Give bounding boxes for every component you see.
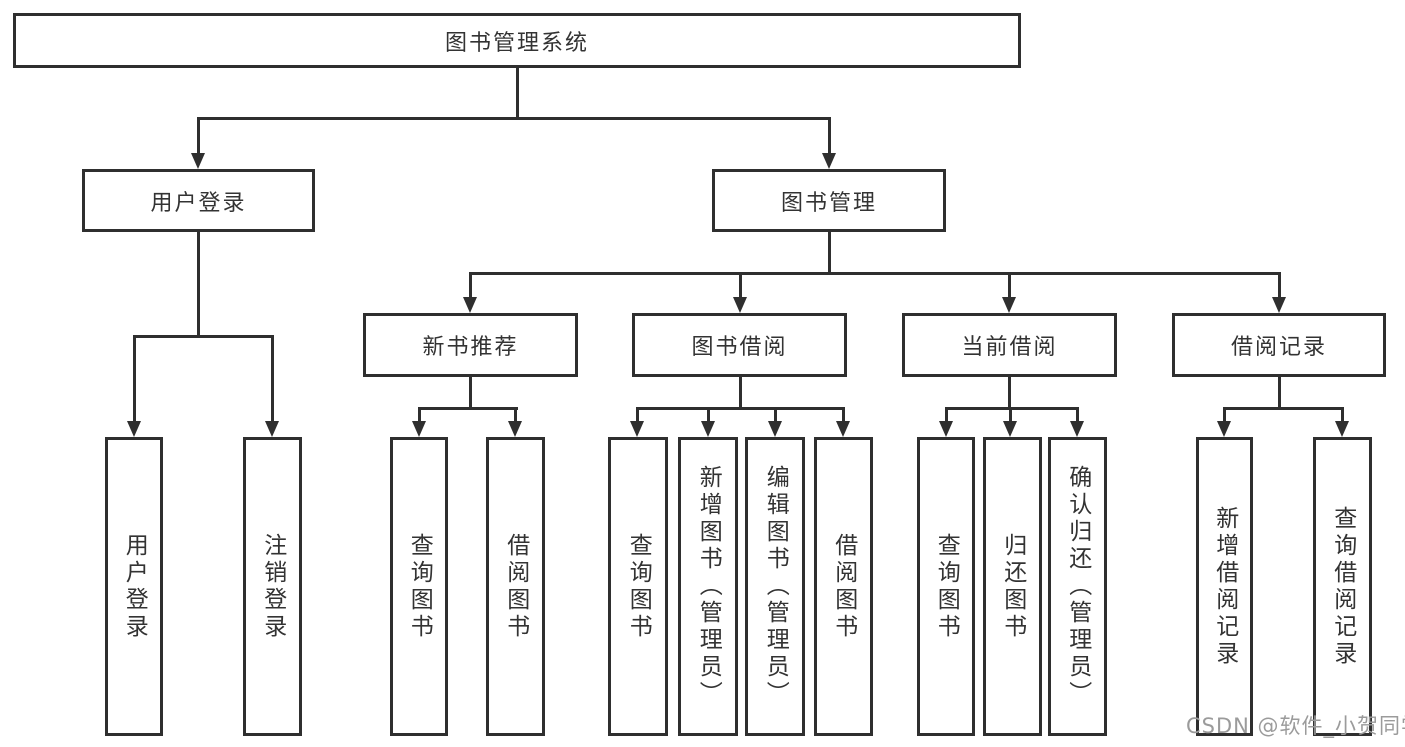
connector-line [469,272,1281,275]
connector-line [945,407,948,424]
arrowhead-icon [1003,421,1017,437]
node-cb-return-book-label: 归还图书 [999,532,1026,641]
connector-line [1008,377,1011,409]
node-login: 用户登录 [105,437,163,736]
node-br-add-record: 新增借阅记录 [1196,437,1253,736]
connector-line [945,407,1079,410]
node-bb-add-book-admin-label: 新增图书（管理员） [695,465,722,708]
connector-line [1341,407,1344,424]
connector-line [1009,407,1012,424]
node-nb-query-book-label: 查询图书 [406,532,433,641]
node-new-book-recommend-label: 新书推荐 [422,335,519,360]
connector-line [271,335,274,423]
arrowhead-icon [127,421,141,437]
connector-line [469,272,472,300]
csdn-watermark: CSDN @软件_小贺同学 [1186,714,1405,738]
node-root: 图书管理系统 [13,13,1021,68]
node-cb-confirm-return-admin-label: 确认归还（管理员） [1064,465,1091,708]
arrowhead-icon [1217,421,1231,437]
node-nb-borrow-book: 借阅图书 [486,437,545,736]
node-current-borrow: 当前借阅 [902,313,1117,377]
connector-line [842,407,845,424]
connector-line [828,232,831,275]
node-logout-label: 注销登录 [259,532,286,641]
node-bb-query-book: 查询图书 [608,437,668,736]
connector-line [516,68,519,118]
node-new-book-recommend: 新书推荐 [363,313,578,377]
connector-line [636,407,639,424]
connector-line [1278,272,1281,300]
node-br-query-record-label: 查询借阅记录 [1329,505,1356,668]
node-bb-add-book-admin: 新增图书（管理员） [678,437,738,736]
connector-line [636,407,845,410]
connector-line [774,407,777,424]
connector-line [739,377,742,409]
node-logout: 注销登录 [243,437,302,736]
node-login-label: 用户登录 [121,532,148,641]
connector-line [469,377,472,409]
arrowhead-icon [836,421,850,437]
node-borrow-record: 借阅记录 [1172,313,1386,377]
connector-line [739,272,742,300]
node-br-query-record: 查询借阅记录 [1313,437,1372,736]
node-book-borrow: 图书借阅 [632,313,847,377]
connector-line [1223,407,1344,410]
arrowhead-icon [630,421,644,437]
node-bb-edit-book-admin-label: 编辑图书（管理员） [762,465,789,708]
connector-line [197,232,200,337]
connector-line [418,407,518,410]
arrowhead-icon [822,153,836,169]
node-br-add-record-label: 新增借阅记录 [1211,505,1238,668]
connector-line [133,335,274,338]
node-user-login: 用户登录 [82,169,315,232]
arrowhead-icon [1070,421,1084,437]
node-book-management-label: 图书管理 [780,190,877,216]
node-bb-edit-book-admin: 编辑图书（管理员） [745,437,805,736]
arrowhead-icon [733,297,747,313]
node-cb-confirm-return-admin: 确认归还（管理员） [1048,437,1107,736]
node-nb-borrow-book-label: 借阅图书 [502,532,529,641]
arrowhead-icon [1002,297,1016,313]
connector-line [133,335,136,423]
connector-line [418,407,421,424]
arrowhead-icon [939,421,953,437]
connector-line [197,117,831,120]
connector-line [1008,272,1011,300]
node-root-label: 图书管理系统 [444,30,589,56]
arrowhead-icon [1272,297,1286,313]
arrowhead-icon [191,153,205,169]
node-nb-query-book: 查询图书 [390,437,448,736]
node-cb-query-book: 查询图书 [917,437,975,736]
connector-line [514,407,517,424]
node-bb-query-book-label: 查询图书 [625,532,652,641]
node-user-login-label: 用户登录 [150,190,247,216]
node-cb-query-book-label: 查询图书 [933,532,960,641]
connector-line [828,117,831,155]
arrowhead-icon [768,421,782,437]
node-borrow-record-label: 借阅记录 [1230,335,1327,360]
connector-line [1076,407,1079,424]
node-bb-borrow-book-label: 借阅图书 [830,532,857,641]
arrowhead-icon [701,421,715,437]
arrowhead-icon [508,421,522,437]
node-current-borrow-label: 当前借阅 [961,335,1058,360]
node-book-borrow-label: 图书借阅 [691,335,788,360]
node-cb-return-book: 归还图书 [983,437,1042,736]
node-book-management: 图书管理 [712,169,946,232]
connector-line [197,117,200,155]
connector-line [1223,407,1226,424]
node-bb-borrow-book: 借阅图书 [814,437,873,736]
connector-line [1278,377,1281,409]
connector-line [707,407,710,424]
arrowhead-icon [463,297,477,313]
arrowhead-icon [412,421,426,437]
arrowhead-icon [265,421,279,437]
arrowhead-icon [1335,421,1349,437]
